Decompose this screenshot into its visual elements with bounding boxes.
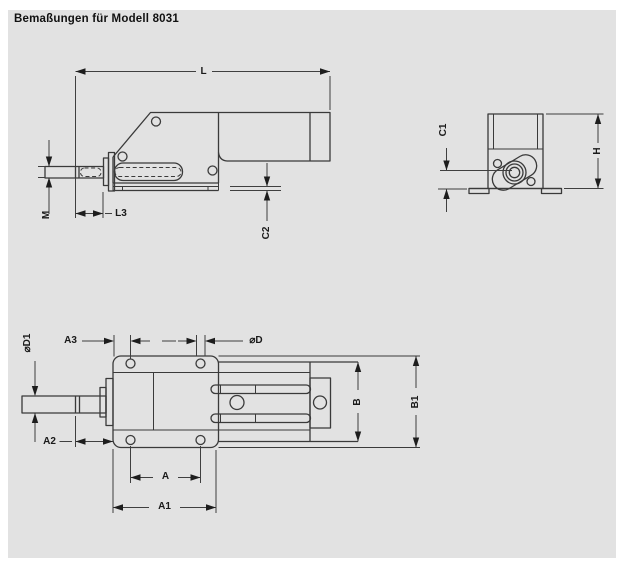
drawing-panel	[8, 10, 616, 558]
dim-label-m: M	[41, 210, 52, 220]
dim-label-c2: C2	[260, 226, 272, 240]
dim-label-b1: B1	[409, 395, 421, 408]
dim-label-h: H	[591, 146, 603, 155]
dim-label-c1: C1	[437, 123, 449, 137]
dim-label-a3: A3	[64, 335, 77, 346]
dim-label-l: L	[200, 65, 207, 77]
dim-label-a1: A1	[158, 501, 171, 512]
page-title: Bemaßungen für Modell 8031	[14, 13, 179, 25]
dim-label-l3: L3	[115, 207, 127, 219]
dim-label-dia-d1: ⌀D1	[21, 333, 33, 352]
top-view-drawing	[21, 355, 420, 449]
dim-label-a: A	[161, 471, 170, 482]
dimension-lines	[31, 68, 604, 513]
dim-label-a2: A2	[43, 435, 56, 447]
end-view-drawing	[468, 113, 563, 195]
side-view-drawing	[44, 111, 331, 192]
dim-label-b: B	[351, 397, 363, 406]
dim-label-dia-d: ⌀D	[249, 334, 263, 346]
